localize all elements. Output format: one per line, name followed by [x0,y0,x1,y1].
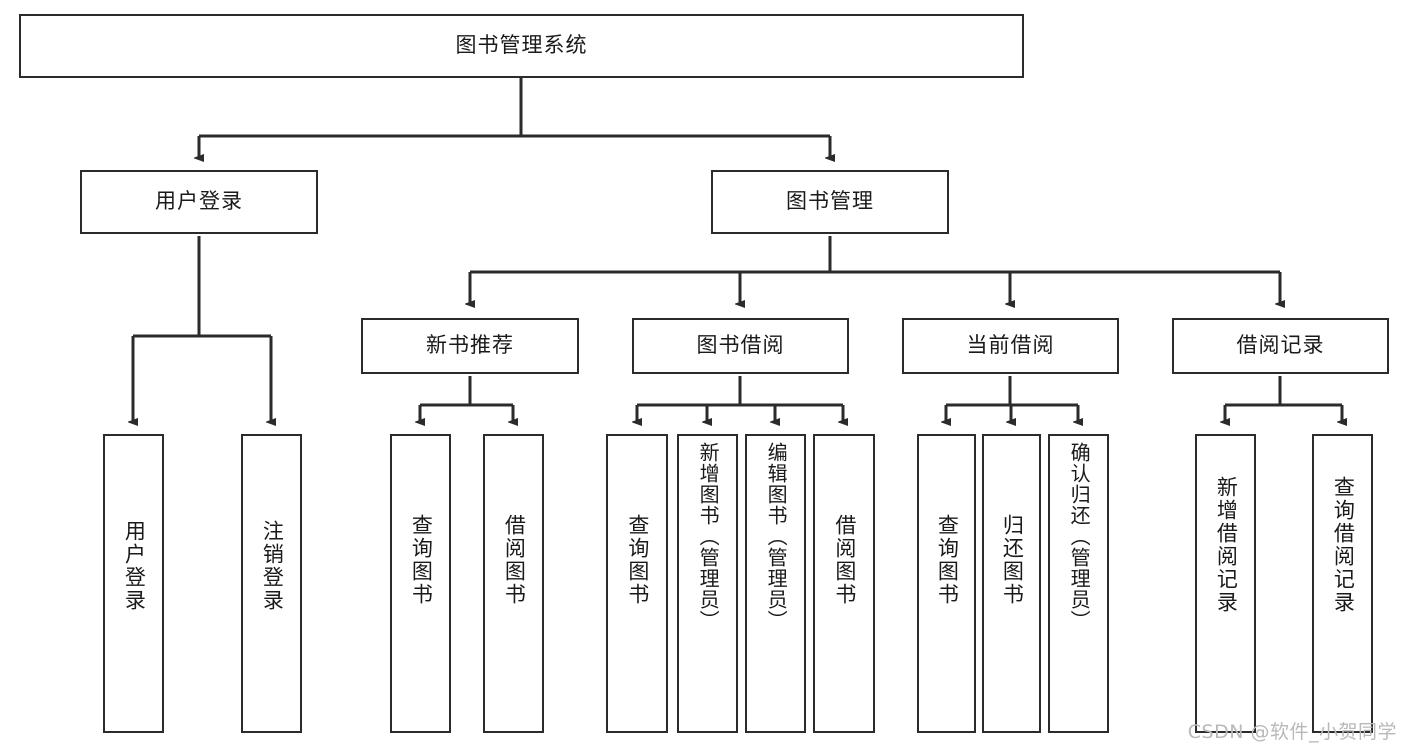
watermark-text: CSDN @软件_小贺同学 [1187,721,1397,743]
node-label: 查询图书 [625,514,650,606]
leaf-logout[interactable]: 注销登录 [241,434,302,733]
node-label: 确认归还（管理员） [1067,442,1092,631]
node-label: 查询图书 [935,514,960,606]
node-label: 用户登录 [155,189,243,214]
node-borrow-record[interactable]: 借阅记录 [1172,318,1389,374]
node-book-management[interactable]: 图书管理 [711,170,949,234]
node-label: 归还图书 [1000,514,1025,606]
node-new-book-recommend[interactable]: 新书推荐 [361,318,579,374]
leaf-query-borrow-record[interactable]: 查询借阅记录 [1312,434,1373,733]
leaf-user-login[interactable]: 用户登录 [103,434,164,733]
node-label: 借阅记录 [1236,333,1325,358]
leaf-return-book[interactable]: 归还图书 [982,434,1041,733]
leaf-borrow-book-new[interactable]: 借阅图书 [483,434,544,733]
node-label: 查询借阅记录 [1331,476,1356,614]
leaf-confirm-return-admin[interactable]: 确认归还（管理员） [1048,434,1109,733]
leaf-query-book-current[interactable]: 查询图书 [917,434,976,733]
node-root-system[interactable]: 图书管理系统 [19,14,1024,78]
node-label: 借阅图书 [832,514,857,606]
node-book-borrow[interactable]: 图书借阅 [632,318,849,374]
node-label: 编辑图书（管理员） [764,442,789,631]
leaf-add-book-admin[interactable]: 新增图书（管理员） [677,434,738,733]
node-label: 查询图书 [409,514,434,606]
node-label: 注销登录 [260,520,285,612]
node-label: 图书管理系统 [455,33,588,58]
leaf-borrow-book[interactable]: 借阅图书 [813,434,875,733]
node-label: 图书借阅 [696,333,785,358]
node-label: 当前借阅 [966,333,1055,358]
leaf-add-borrow-record[interactable]: 新增借阅记录 [1195,434,1256,733]
node-label: 借阅图书 [502,514,527,606]
node-label: 用户登录 [122,520,147,612]
leaf-query-book-new[interactable]: 查询图书 [390,434,451,733]
leaf-query-book-borrow[interactable]: 查询图书 [606,434,668,733]
node-user-login[interactable]: 用户登录 [80,170,318,234]
node-label: 图书管理 [786,189,874,214]
node-label: 新增借阅记录 [1214,476,1239,614]
node-current-borrow[interactable]: 当前借阅 [902,318,1119,374]
leaf-edit-book-admin[interactable]: 编辑图书（管理员） [745,434,806,733]
node-label: 新书推荐 [426,333,514,358]
node-label: 新增图书（管理员） [696,442,721,631]
